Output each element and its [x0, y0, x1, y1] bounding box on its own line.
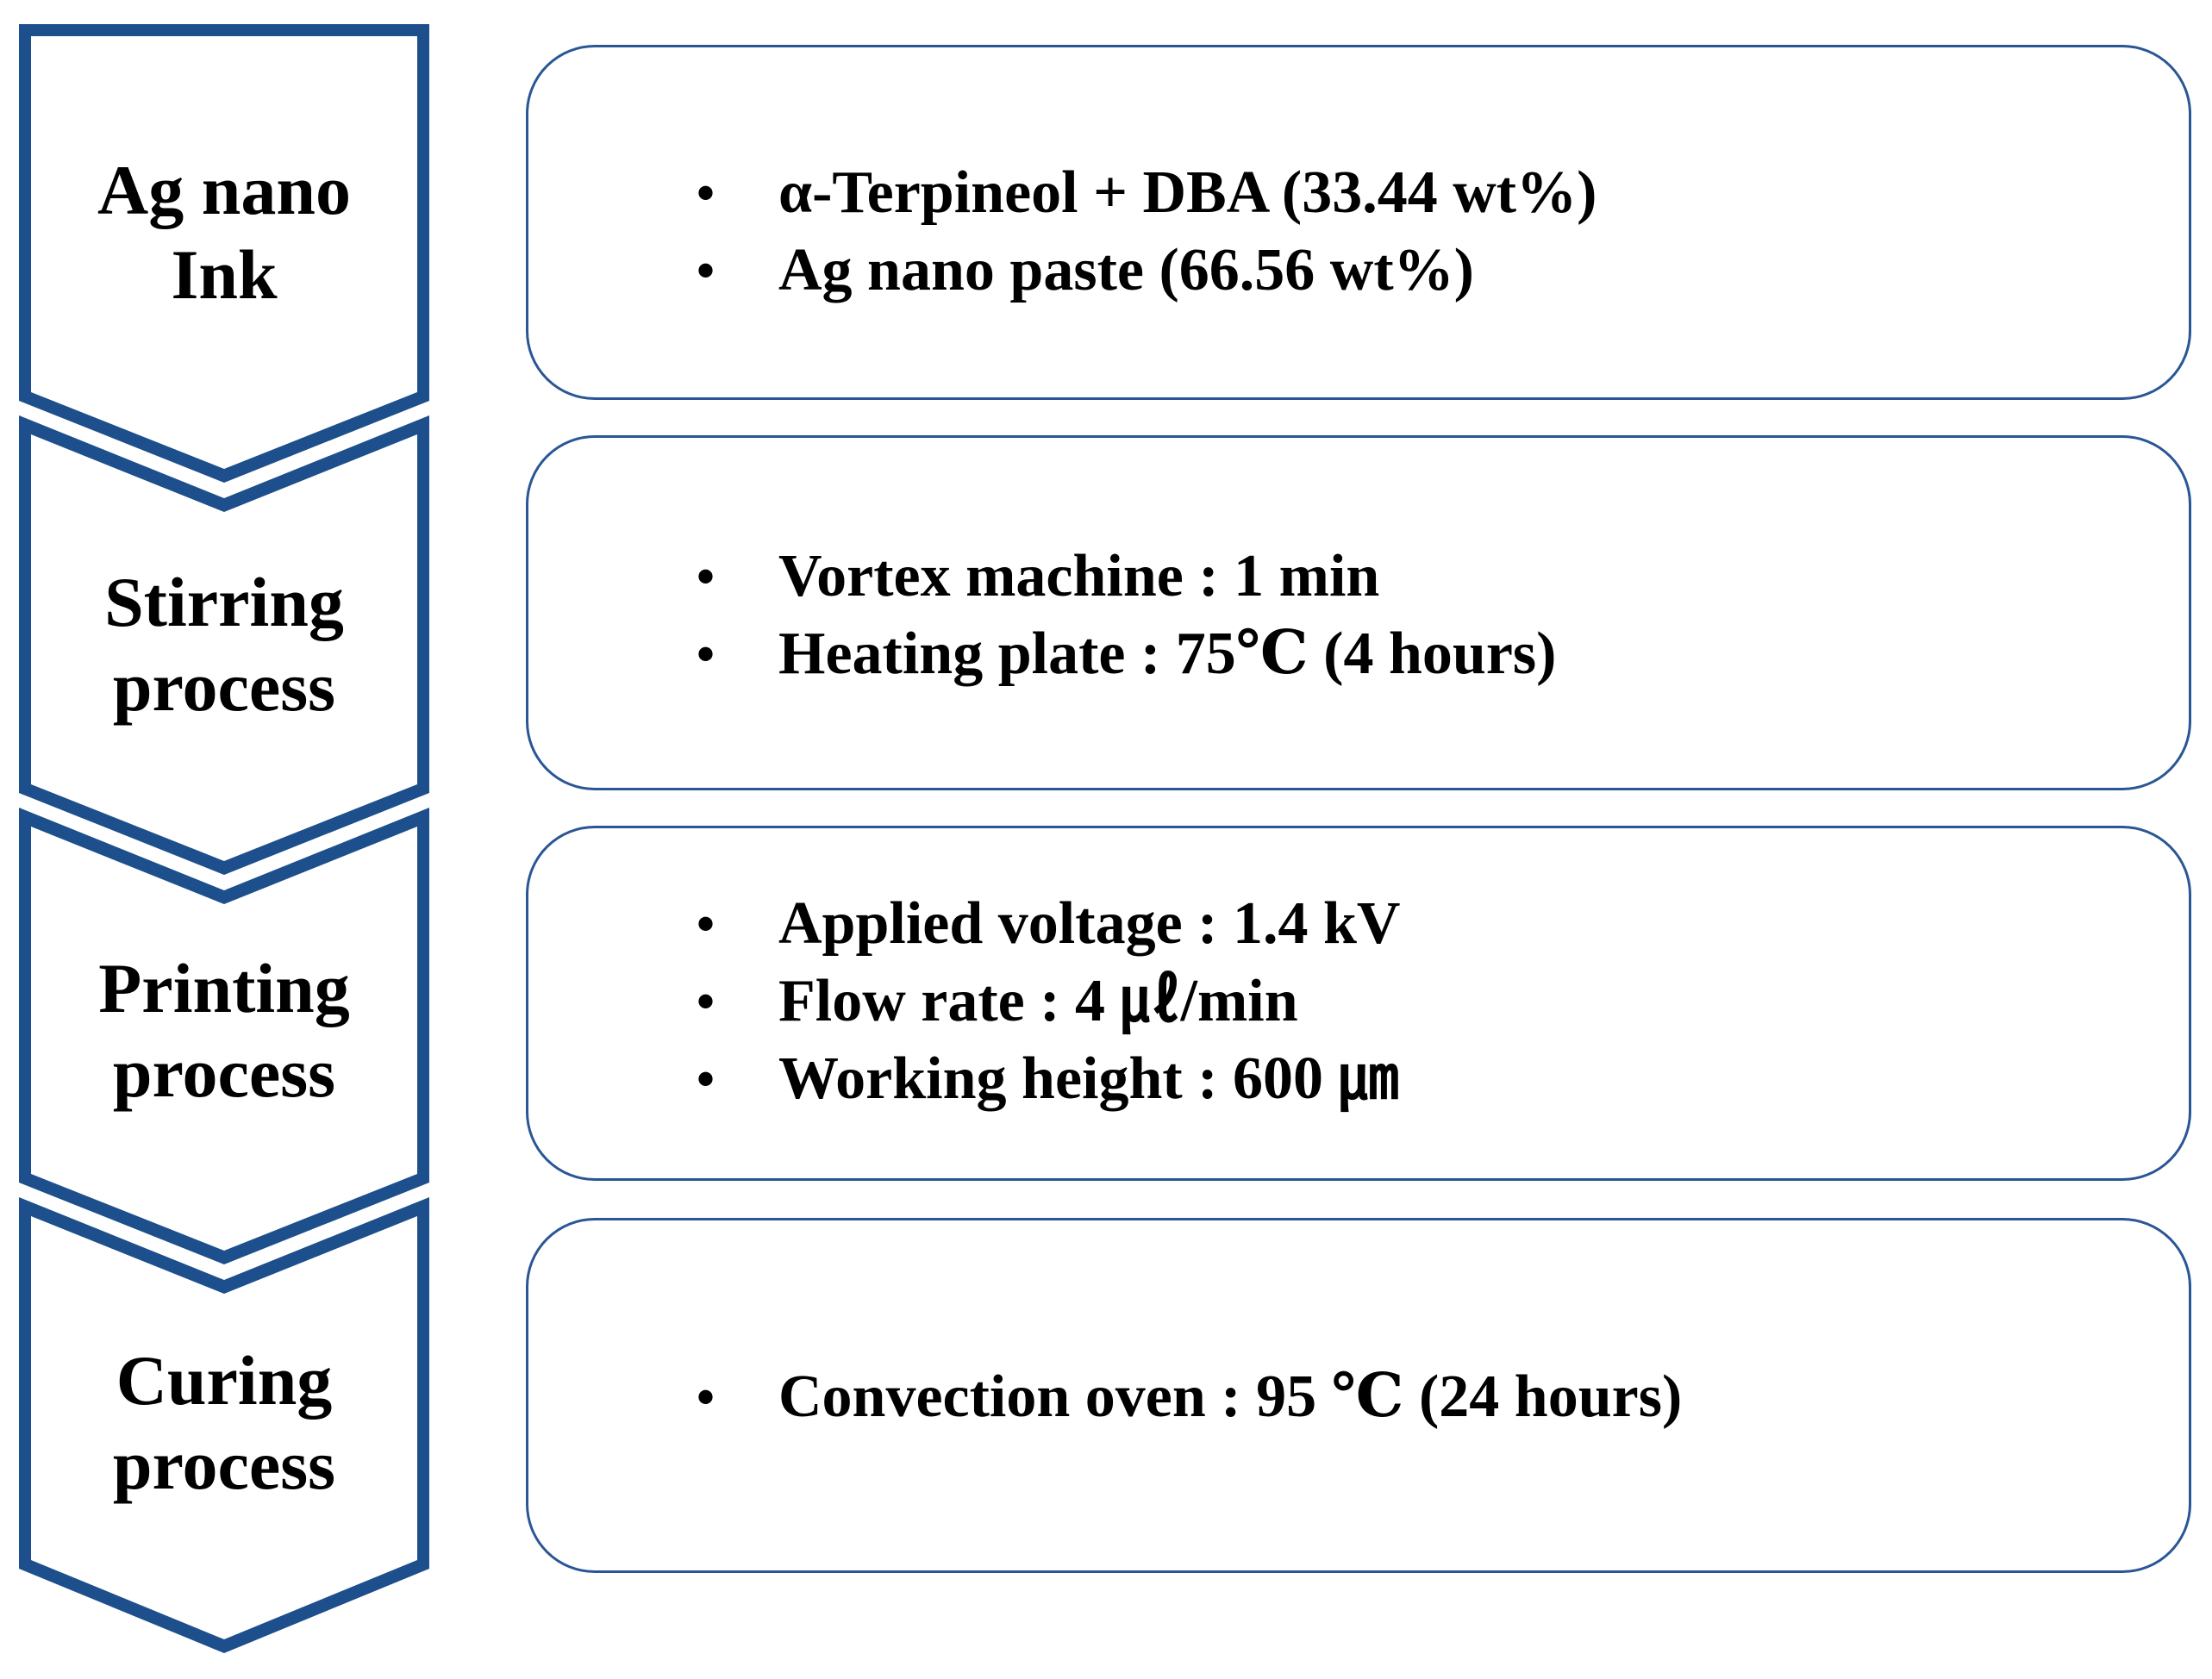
step-label-curing-process: Curing process: [26, 1339, 422, 1507]
chevron-step-1: [19, 24, 429, 483]
bullet-dot: •: [697, 548, 715, 605]
bullet-dot: •: [697, 896, 715, 952]
list-item: • Vortex machine : 1 min: [697, 538, 1556, 615]
chevron-step-3: [19, 808, 429, 1264]
step-label-line: Curing: [116, 1341, 333, 1420]
bullet-dot: •: [697, 973, 715, 1030]
bullet-dot: •: [697, 1051, 715, 1108]
bullet-dot: •: [697, 242, 715, 299]
list-item: • Convection oven : 95 ℃ (24 hours): [697, 1358, 1683, 1436]
list-item: • α-Terpineol + DBA (33.44 wt%): [697, 154, 1597, 232]
list-item: • Heating plate : 75℃ (4 hours): [697, 615, 1557, 693]
list-item: • Ag nano paste (66.56 wt%): [697, 232, 1597, 309]
step-label-stirring-process: Stirring process: [26, 560, 422, 729]
detail-box-stirring-process: • Vortex machine : 1 min • Heating plate…: [526, 435, 2191, 790]
detail-box-printing-process: • Applied voltage : 1.4 kV • Flow rate :…: [526, 826, 2191, 1181]
step-label-printing-process: Printing process: [26, 946, 422, 1115]
step-label-line: Stirring: [104, 563, 344, 641]
item-text: α-Terpineol + DBA (33.44 wt%): [778, 159, 1597, 226]
item-text: Flow rate : 4 ㎕/min: [778, 968, 1298, 1034]
item-text: Vortex machine : 1 min: [778, 543, 1380, 609]
step-label-ag-nano-ink: Ag nano Ink: [26, 148, 422, 317]
bullet-list: • Applied voltage : 1.4 kV • Flow rate :…: [697, 885, 1401, 1118]
bullet-dot: •: [697, 165, 715, 222]
detail-box-curing-process: • Convection oven : 95 ℃ (24 hours): [526, 1218, 2191, 1573]
chevron-step-2: [19, 415, 429, 875]
list-item: • Applied voltage : 1.4 kV: [697, 885, 1401, 963]
item-text: Heating plate : 75℃ (4 hours): [778, 621, 1557, 687]
item-text: Ag nano paste (66.56 wt%): [778, 237, 1474, 303]
step-label-line: Ink: [171, 235, 278, 314]
item-text: Applied voltage : 1.4 kV: [778, 890, 1401, 957]
list-item: • Working height : 600 ㎛: [697, 1040, 1400, 1118]
step-label-line: process: [112, 647, 336, 726]
chevron-step-4: [19, 1197, 429, 1653]
step-label-line: process: [112, 1426, 336, 1504]
detail-box-ag-nano-ink: • α-Terpineol + DBA (33.44 wt%) • Ag nan…: [526, 45, 2191, 400]
bullet-list: • α-Terpineol + DBA (33.44 wt%) • Ag nan…: [697, 154, 1597, 309]
step-label-line: process: [112, 1033, 336, 1112]
step-label-line: Printing: [98, 949, 350, 1027]
bullet-dot: •: [697, 1369, 715, 1426]
step-label-line: Ag nano: [97, 151, 351, 229]
bullet-dot: •: [697, 626, 715, 683]
item-text: Convection oven : 95 ℃ (24 hours): [778, 1364, 1683, 1430]
bullet-list: • Vortex machine : 1 min • Heating plate…: [697, 538, 1557, 693]
bullet-list: • Convection oven : 95 ℃ (24 hours): [697, 1358, 1683, 1436]
item-text: Working height : 600 ㎛: [778, 1045, 1399, 1112]
list-item: • Flow rate : 4 ㎕/min: [697, 963, 1400, 1040]
